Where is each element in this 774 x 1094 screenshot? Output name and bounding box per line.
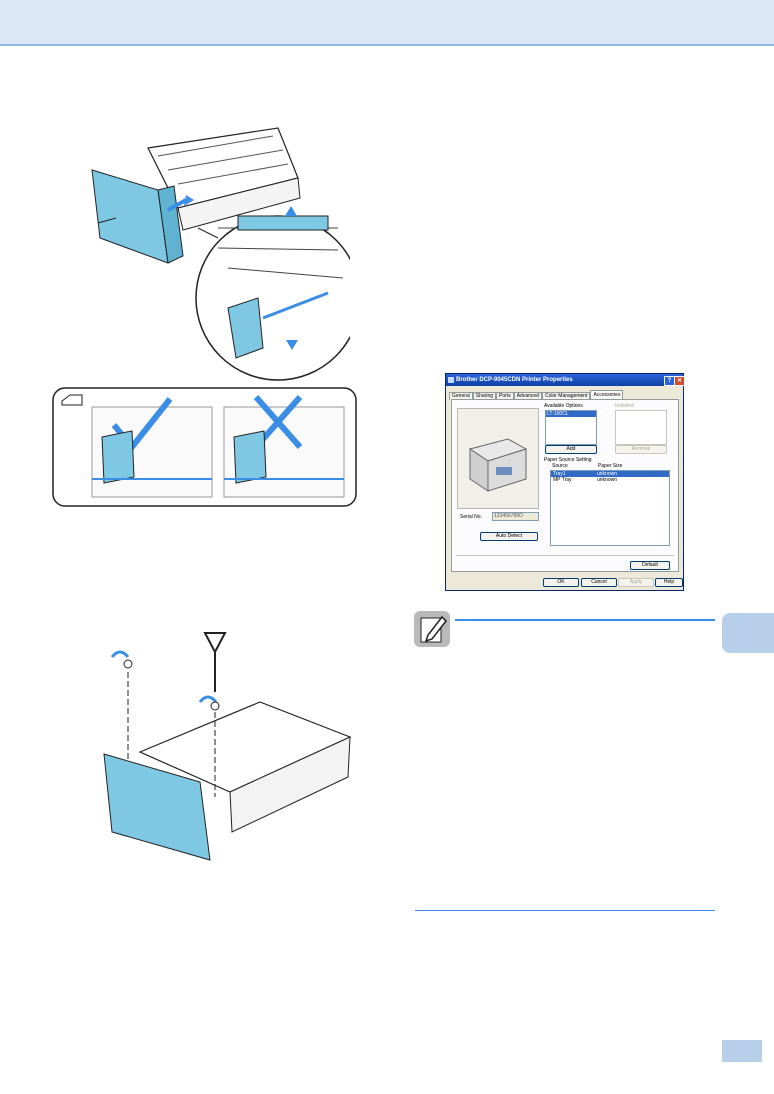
dialog-title-bar: Brother DCP-9045CDN Printer Properties ?… bbox=[446, 374, 685, 386]
tab-color-management[interactable]: Color Management bbox=[541, 392, 591, 400]
serial-number-field: 123456789O bbox=[492, 512, 539, 521]
note-bottom-rule bbox=[415, 910, 715, 911]
installed-label: Installed bbox=[615, 403, 634, 409]
page-number-box bbox=[722, 1040, 762, 1062]
source-cell: MP Tray bbox=[553, 477, 572, 483]
table-row[interactable]: MP Tray unknown bbox=[551, 477, 669, 483]
installed-options-list[interactable] bbox=[615, 410, 667, 445]
source-header: Source bbox=[552, 463, 568, 469]
note-pencil-icon bbox=[414, 611, 450, 647]
accessories-panel: Available Options LT-100CL Installed Add… bbox=[451, 399, 679, 572]
paper-size-cell: unknown bbox=[597, 471, 618, 477]
help-button[interactable]: Help bbox=[655, 578, 683, 587]
paper-size-header: Paper Size bbox=[598, 463, 623, 469]
auto-detect-button[interactable]: Auto Detect bbox=[480, 532, 538, 541]
tab-sharing[interactable]: Sharing bbox=[472, 392, 497, 400]
source-cell: Tray1 bbox=[553, 471, 566, 477]
table-row[interactable]: Tray1 unknown bbox=[551, 471, 669, 477]
default-button[interactable]: Default bbox=[630, 561, 670, 570]
serial-number-label: Serial No. bbox=[460, 514, 482, 520]
tab-general[interactable]: General bbox=[449, 392, 473, 400]
tab-accessories[interactable]: Accessories bbox=[590, 390, 624, 400]
printer-properties-dialog: Brother DCP-9045CDN Printer Properties ?… bbox=[445, 373, 685, 591]
available-options-list[interactable]: LT-100CL bbox=[545, 410, 597, 445]
note-top-rule bbox=[455, 619, 715, 621]
paper-source-setting-label: Paper Source Setting bbox=[544, 457, 592, 463]
dialog-title: Brother DCP-9045CDN Printer Properties bbox=[456, 377, 573, 383]
chapter-tab bbox=[722, 613, 774, 653]
cancel-button[interactable]: Cancel bbox=[581, 578, 617, 587]
remove-button[interactable]: Remove bbox=[615, 445, 667, 454]
tab-bar: General Sharing Ports Advanced Color Man… bbox=[449, 390, 624, 400]
tab-ports[interactable]: Ports bbox=[496, 392, 514, 400]
page-header-band bbox=[0, 0, 774, 46]
tray-cover-illustration bbox=[91, 127, 350, 381]
list-item[interactable]: LT-100CL bbox=[546, 411, 596, 417]
tray-screws-illustration bbox=[103, 632, 352, 861]
printer-icon bbox=[448, 377, 454, 383]
paper-source-list[interactable]: Tray1 unknown MP Tray unknown bbox=[550, 470, 670, 546]
add-button[interactable]: Add bbox=[545, 445, 597, 454]
paper-size-cell: unknown bbox=[597, 477, 618, 483]
available-options-label: Available Options bbox=[544, 403, 583, 409]
check-cross-illustration bbox=[52, 387, 357, 507]
tab-advanced[interactable]: Advanced bbox=[513, 392, 542, 400]
printer-image bbox=[457, 408, 539, 509]
divider bbox=[456, 555, 674, 556]
apply-button[interactable]: Apply bbox=[618, 578, 654, 587]
close-title-button[interactable]: ✕ bbox=[674, 376, 685, 386]
ok-button[interactable]: OK bbox=[543, 578, 579, 587]
